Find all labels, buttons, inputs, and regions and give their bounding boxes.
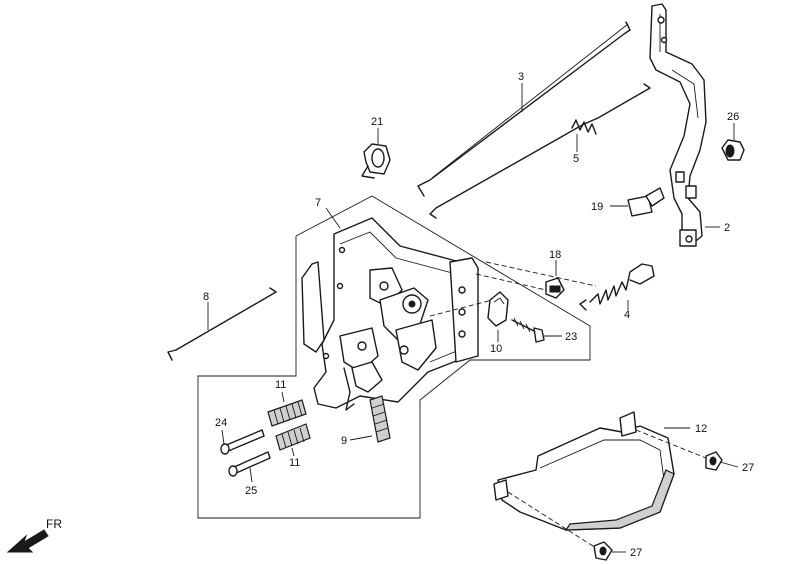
callout-24: 24 (215, 417, 227, 429)
guide-dash-5 (507, 491, 597, 549)
callout-21: 21 (371, 116, 383, 128)
callout-27-upper: 27 (742, 462, 754, 474)
callout-8: 8 (203, 291, 209, 303)
callout-labels: 2 3 4 5 7 8 9 10 11 11 12 18 19 21 23 24… (203, 71, 754, 559)
spring-part-11-lower (275, 423, 311, 451)
bolt-part-27-upper (705, 451, 723, 471)
cover-part-12 (493, 411, 675, 531)
guide-dash-2 (475, 273, 547, 291)
bolt-part-25 (228, 451, 271, 477)
collar-part-19 (627, 187, 665, 217)
nut-part-26 (721, 139, 745, 161)
callout-5: 5 (573, 153, 579, 165)
spring-part-9 (369, 395, 391, 443)
callout-27-lower: 27 (630, 547, 642, 559)
callout-3: 3 (518, 71, 524, 83)
callout-25: 25 (245, 485, 257, 497)
callout-23: 23 (565, 331, 577, 343)
guide-dash-4 (635, 429, 707, 459)
callout-10: 10 (490, 343, 502, 355)
callout-12: 12 (695, 423, 707, 435)
callout-11-upper: 11 (275, 379, 286, 391)
callout-11-lower: 11 (289, 457, 300, 469)
rod-part-8 (167, 287, 277, 361)
callout-26: 26 (727, 111, 739, 123)
callout-4: 4 (624, 309, 630, 321)
cable-part-5 (429, 83, 651, 219)
rod-part-3 (417, 21, 631, 197)
callout-7: 7 (315, 197, 321, 209)
guide-dash-1 (429, 297, 501, 317)
clip-part-10 (487, 291, 509, 327)
bolt-part-18 (545, 277, 565, 299)
front-label: FR (46, 517, 62, 531)
bolt-part-24 (220, 429, 265, 455)
callout-18: 18 (549, 249, 561, 261)
spring-part-11-upper (267, 399, 307, 427)
clip-part-21 (361, 143, 391, 179)
callout-19: 19 (591, 201, 603, 213)
leader-lines (207, 83, 739, 553)
front-arrow-icon (6, 529, 49, 553)
callout-9: 9 (341, 435, 347, 447)
bolt-part-27-lower (593, 541, 613, 561)
control-bracket-part-2 (649, 3, 707, 247)
callout-2: 2 (724, 222, 730, 234)
governor-assembly-part-7 (197, 195, 591, 519)
guide-dash-3 (485, 261, 597, 287)
spring-part-4 (579, 263, 655, 311)
front-direction-indicator: FR (6, 517, 62, 553)
screw-part-23 (511, 317, 545, 343)
